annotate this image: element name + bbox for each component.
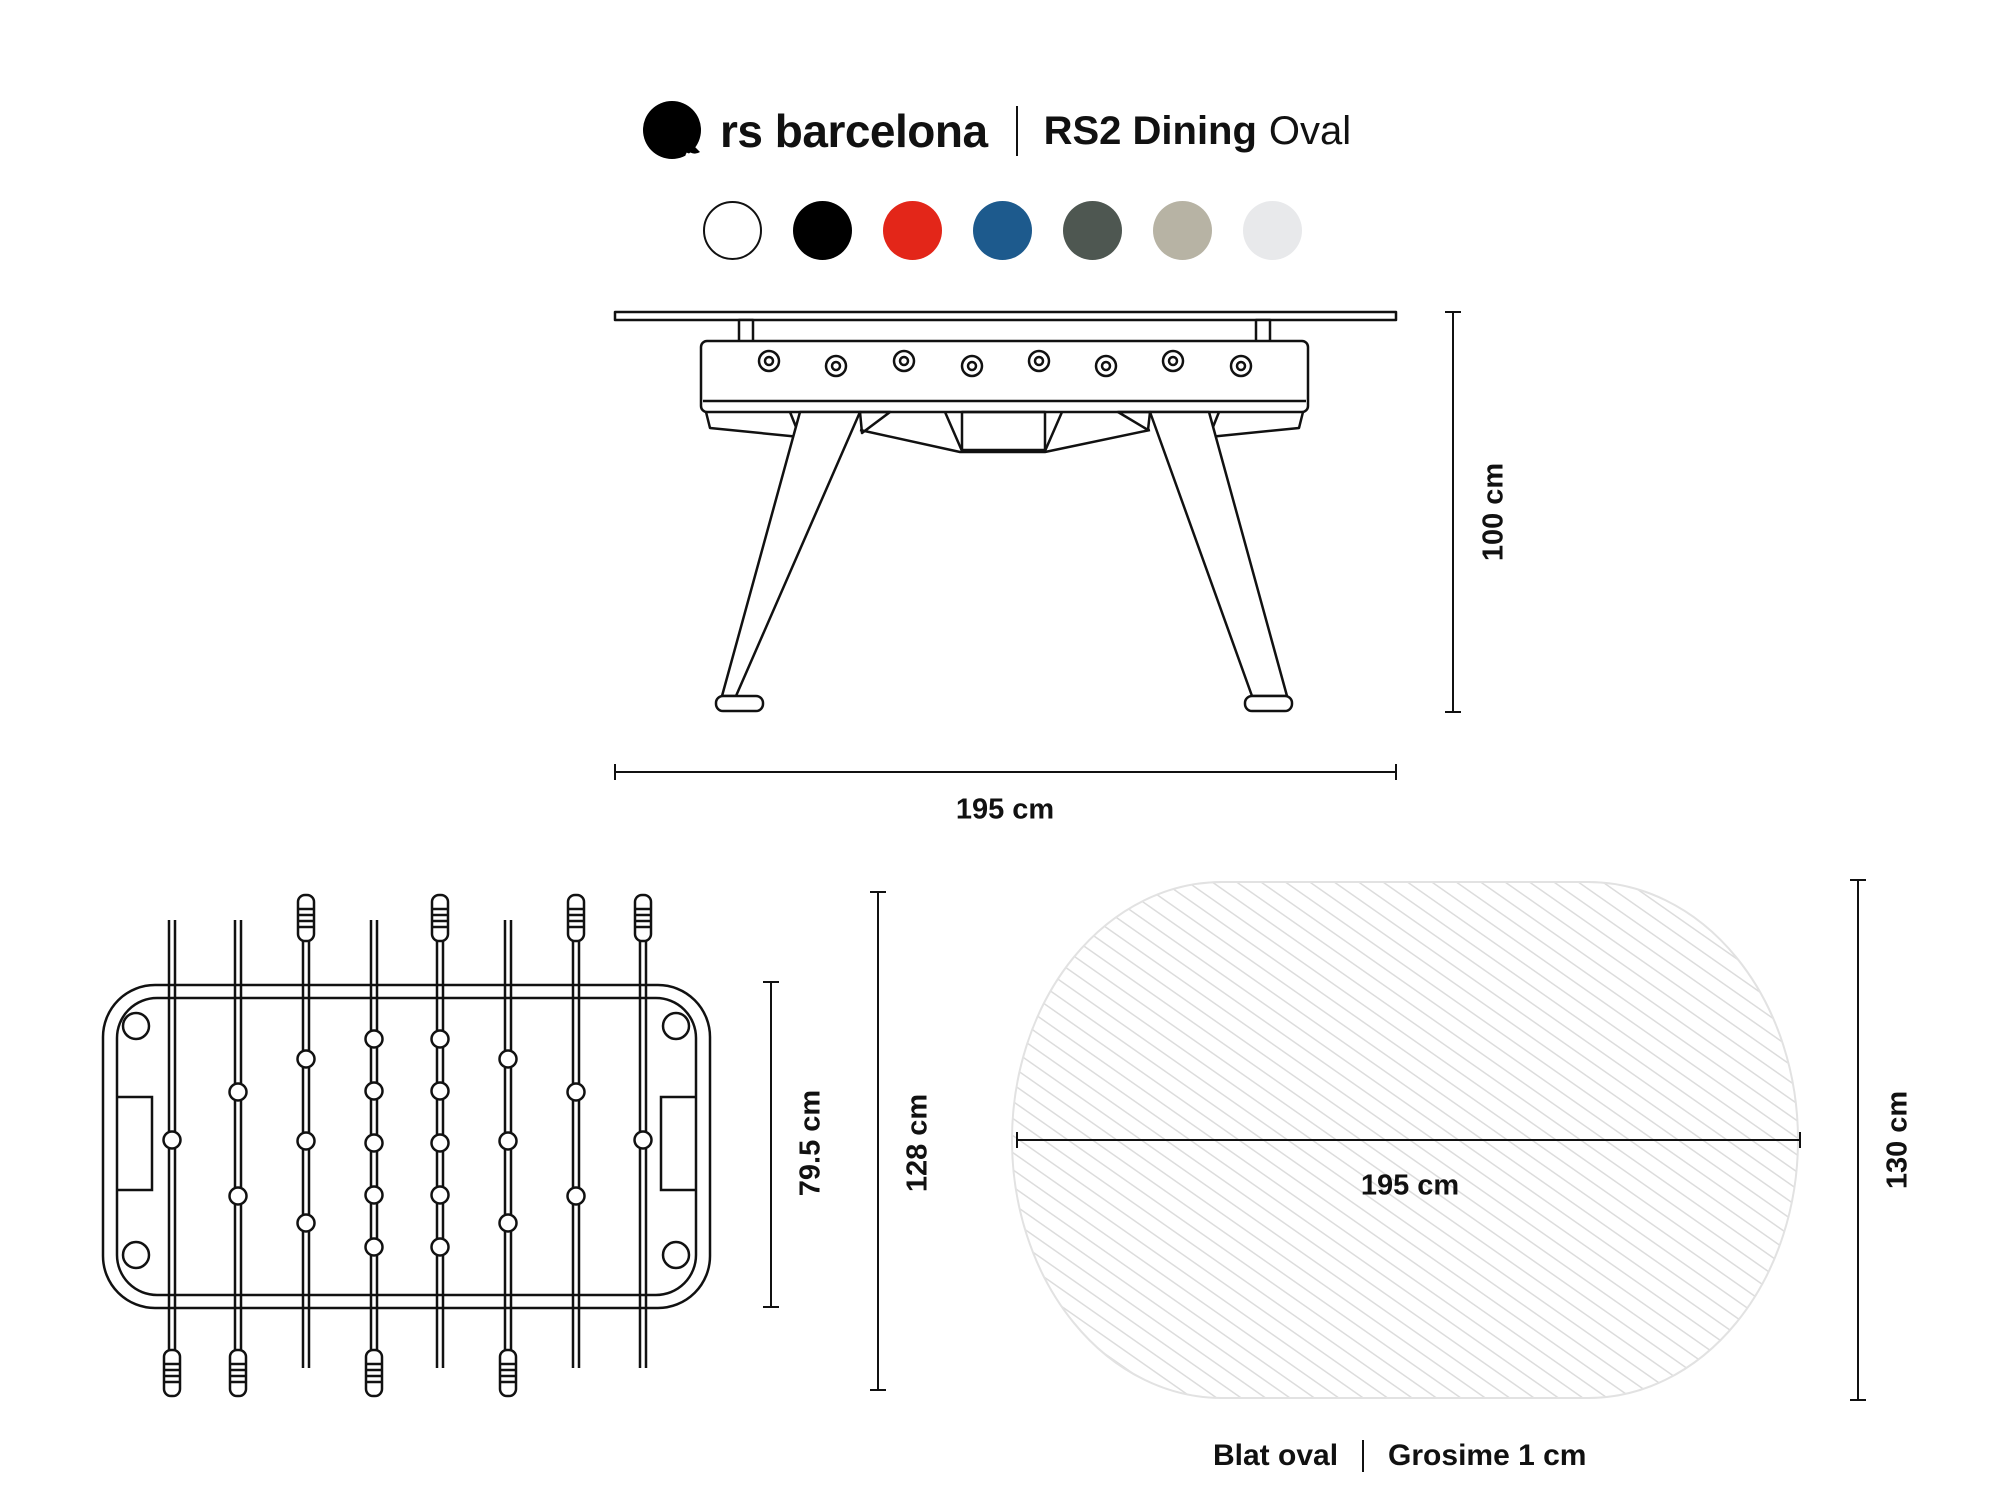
rod-handle-icon (364, 1348, 384, 1398)
rod-knob-icon (960, 354, 984, 378)
player-figure (566, 1082, 586, 1102)
rod-knob-icon (1161, 349, 1185, 373)
rod-handle-icon (566, 893, 586, 943)
player-figure (364, 1029, 384, 1049)
player-figure (296, 1049, 316, 1069)
product-name: RS2 Dining (1043, 108, 1257, 153)
rod-knob-icon (1094, 354, 1118, 378)
brand-header: rs barcelona RS2 Dining Oval (642, 96, 1351, 166)
foosball-rod (633, 893, 653, 1368)
label-side-width: 195 cm (955, 793, 1055, 826)
player-figure (498, 1131, 518, 1151)
player-figure (430, 1237, 450, 1257)
player-figure (430, 1081, 450, 1101)
brand-name: rs barcelona (720, 105, 988, 157)
player-figure (296, 1213, 316, 1233)
foosball-rod (566, 893, 586, 1368)
rod-knob-icon (824, 354, 848, 378)
rod-handle-icon (498, 1348, 518, 1398)
rod-knob-icon (1027, 349, 1051, 373)
swatch-dark-grey[interactable] (1063, 201, 1122, 260)
rod-knob-icon (1229, 354, 1253, 378)
rod-knob-icon (757, 349, 781, 373)
player-figure (162, 1130, 182, 1150)
player-figure (498, 1049, 518, 1069)
rod-knob-icon (892, 349, 916, 373)
swatch-black[interactable] (793, 201, 852, 260)
player-figure (566, 1186, 586, 1206)
foosball-rod (498, 920, 518, 1398)
swatch-light-grey[interactable] (1243, 201, 1302, 260)
foosball-rod (162, 920, 182, 1398)
foosball-rod (228, 920, 248, 1398)
rod-handle-icon (296, 893, 316, 943)
caption-shape: Blat oval (1213, 1439, 1339, 1472)
foosball-rod (364, 920, 384, 1398)
player-figure (228, 1082, 248, 1102)
player-figure (296, 1131, 316, 1151)
label-top-width: 79.5 cm (794, 1089, 827, 1197)
rod-handle-icon (430, 893, 450, 943)
top-frame-inner (115, 996, 698, 1297)
foosball-rod (296, 893, 316, 1368)
label-oval-depth: 130 cm (1881, 1090, 1914, 1190)
swatch-red[interactable] (883, 201, 942, 260)
player-figure (498, 1213, 518, 1233)
label-oval-width: 195 cm (1360, 1169, 1460, 1202)
caption: Blat oval Grosime 1 cm (1213, 1436, 1586, 1476)
product-variant: Oval (1268, 108, 1352, 153)
player-figure (364, 1237, 384, 1257)
brand-separator (1015, 106, 1018, 156)
player-figure (430, 1133, 450, 1153)
label-side-height: 100 cm (1477, 462, 1510, 562)
label-top-rods: 128 cm (901, 1093, 934, 1193)
player-figure (364, 1081, 384, 1101)
swatch-beige[interactable] (1153, 201, 1212, 260)
player-figure (364, 1185, 384, 1205)
rs-logo-icon (643, 101, 703, 159)
top-frame-outer (101, 983, 712, 1310)
caption-thickness: Grosime 1 cm (1388, 1439, 1587, 1472)
player-figure (228, 1186, 248, 1206)
player-figure (430, 1029, 450, 1049)
color-swatches (703, 201, 1333, 263)
swatch-blue[interactable] (973, 201, 1032, 260)
foosball-rod (430, 893, 450, 1368)
rod-handle-icon (633, 893, 653, 943)
side-glass-top (613, 310, 1398, 322)
player-figure (364, 1133, 384, 1153)
player-figure (430, 1185, 450, 1205)
caption-separator (1362, 1440, 1365, 1472)
rod-handle-icon (162, 1348, 182, 1398)
swatch-white[interactable] (703, 201, 762, 260)
rod-handle-icon (228, 1348, 248, 1398)
player-figure (633, 1130, 653, 1150)
